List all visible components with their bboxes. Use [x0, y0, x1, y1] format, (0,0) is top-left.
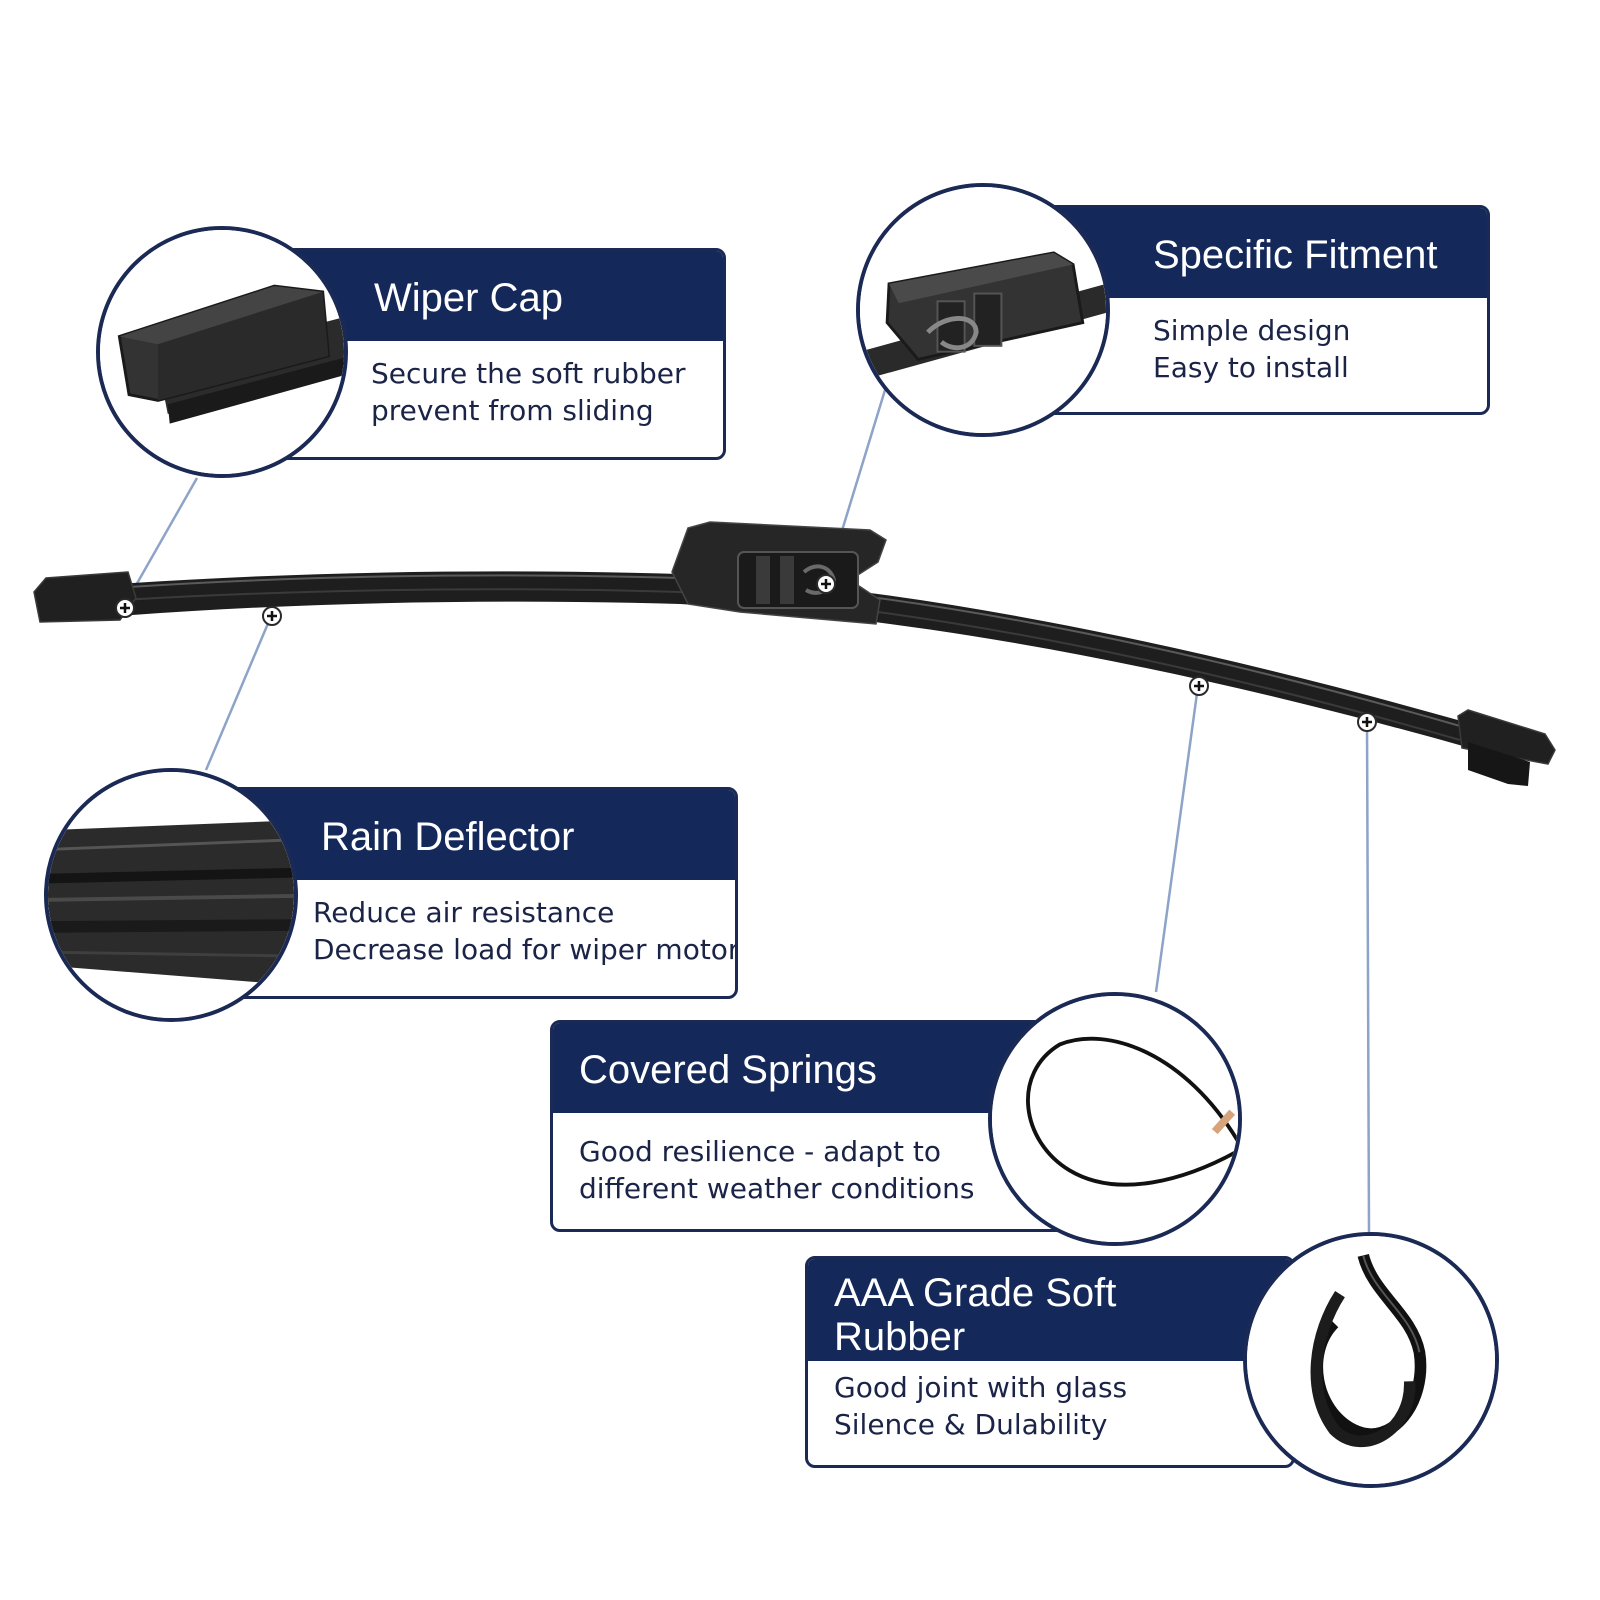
callout-line: Good resilience - adapt to	[579, 1135, 942, 1168]
plus-marker-icon	[816, 574, 836, 594]
rubber-strip-icon	[1247, 1236, 1495, 1484]
leader-line-covered-springs	[1154, 685, 1200, 993]
zoom-rain-deflector	[44, 768, 298, 1022]
zoom-specific-fitment	[856, 183, 1110, 437]
leader-line-rain-deflector	[204, 613, 274, 771]
callout-line: Secure the soft rubber	[371, 357, 686, 390]
zoom-wiper-cap	[96, 226, 348, 478]
callout-description: Good joint with glass Silence & Dulabili…	[808, 1361, 1292, 1443]
callout-line: Reduce air resistance	[313, 896, 615, 929]
plus-markers	[115, 574, 1377, 732]
callout-line: Silence & Dulability	[834, 1408, 1108, 1441]
spring-wire-icon	[992, 996, 1238, 1242]
callout-covered-springs: Covered Springs Good resilience - adapt …	[550, 1020, 1110, 1232]
adapter-icon	[671, 521, 887, 625]
callout-description: Reduce air resistance Decrease load for …	[203, 880, 735, 968]
callout-line: different weather conditions	[579, 1172, 975, 1205]
zoom-soft-rubber	[1243, 1232, 1499, 1488]
zoom-covered-springs	[988, 992, 1242, 1246]
callout-description: Secure the soft rubber prevent from slid…	[261, 341, 723, 429]
callout-line: Decrease load for wiper motor	[313, 933, 738, 966]
plus-marker-icon	[262, 606, 282, 626]
callout-description: Simple design Easy to install	[1035, 298, 1487, 386]
callout-title-line: Rubber	[834, 1315, 966, 1359]
end-cap-icon	[33, 571, 137, 623]
callout-line: prevent from sliding	[371, 394, 654, 427]
callout-line: Easy to install	[1153, 351, 1349, 384]
callout-title: Specific Fitment	[1035, 208, 1487, 298]
callout-line: Simple design	[1153, 314, 1351, 347]
callout-title: AAA Grade Soft Rubber	[808, 1259, 1292, 1361]
deflector-icon	[48, 772, 294, 1018]
plus-marker-icon	[115, 598, 135, 618]
wiper-blade-icon	[33, 521, 1556, 786]
adapter-icon	[860, 187, 1106, 433]
callout-title-line: AAA Grade Soft	[834, 1271, 1117, 1315]
callout-description: Good resilience - adapt to different wea…	[553, 1113, 1107, 1207]
end-cap-icon	[100, 230, 344, 474]
callout-line: Good joint with glass	[834, 1371, 1128, 1404]
plus-marker-icon	[1189, 676, 1209, 696]
plus-marker-icon	[1357, 712, 1377, 732]
callout-soft-rubber: AAA Grade Soft Rubber Good joint with gl…	[805, 1256, 1295, 1468]
leader-line-soft-rubber	[1365, 721, 1371, 1233]
